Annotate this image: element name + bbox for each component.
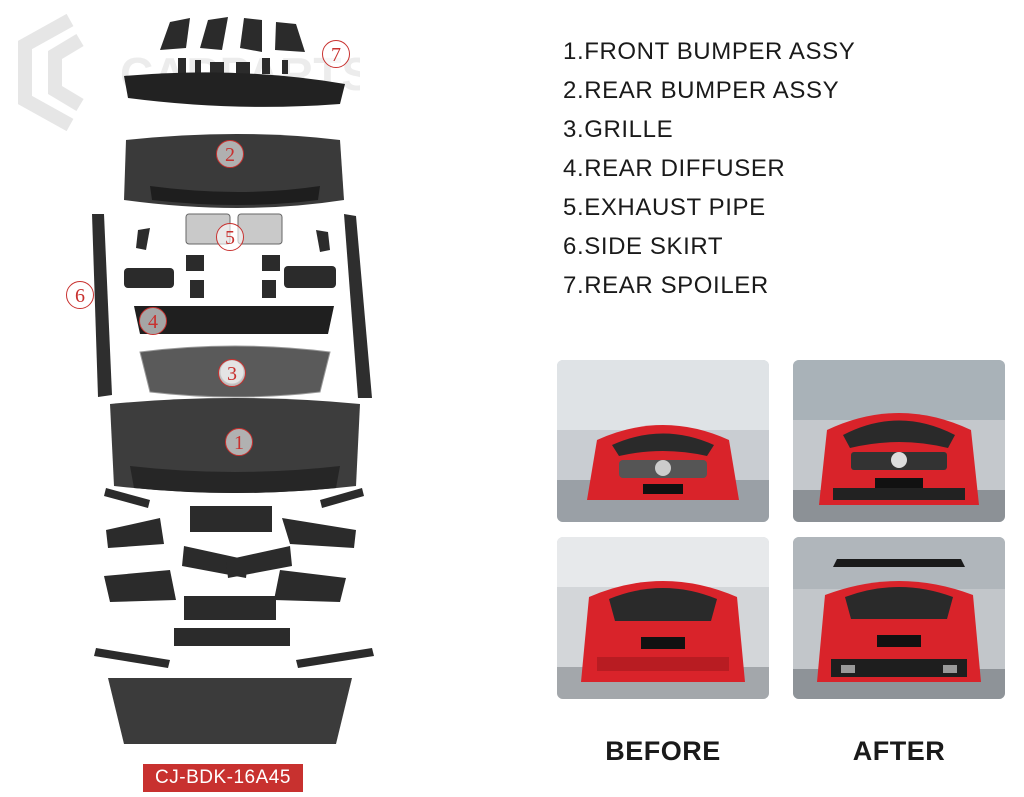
exhaust-tip-parts: [160, 17, 305, 80]
label-rear-diffuser: 4: [139, 307, 167, 335]
side-skirt-right: [344, 214, 372, 398]
parts-legend: 1.FRONT BUMPER ASSY 2.REAR BUMPER ASSY 3…: [563, 32, 855, 305]
legend-item: 4.REAR DIFFUSER: [563, 155, 786, 182]
sku-badge: CJ-BDK-16A45: [143, 764, 303, 792]
side-skirt-left: [92, 214, 112, 397]
rear-spoiler: [124, 72, 345, 107]
rear-diffuser: [134, 306, 334, 334]
after-rear-photo: [793, 537, 1005, 699]
label-rear-spoiler: 7: [322, 40, 350, 68]
legend-item: 7.REAR SPOILER: [563, 272, 769, 299]
legend-item: 6.SIDE SKIRT: [563, 233, 724, 260]
before-caption: BEFORE: [605, 736, 721, 766]
legend-item: 3.GRILLE: [563, 116, 674, 143]
legend-item: 2.REAR BUMPER ASSY: [563, 77, 840, 104]
before-rear-photo: [557, 537, 769, 699]
undertray: [108, 678, 352, 744]
lower-trim-parts: [94, 488, 374, 668]
label-rear-bumper: 2: [216, 140, 244, 168]
parts-illustration: CARPARTS: [0, 0, 440, 797]
label-exhaust-pipe: 5: [216, 223, 244, 251]
label-grille: 3: [218, 359, 246, 387]
label-side-skirt: 6: [66, 281, 94, 309]
after-front-photo: [793, 360, 1005, 522]
mounting-brackets: [124, 228, 336, 298]
label-front-bumper: 1: [225, 428, 253, 456]
before-front-photo: [557, 360, 769, 522]
after-caption: AFTER: [852, 736, 946, 766]
legend-item: 5.EXHAUST PIPE: [563, 194, 766, 221]
legend-item: 1.FRONT BUMPER ASSY: [563, 38, 856, 65]
